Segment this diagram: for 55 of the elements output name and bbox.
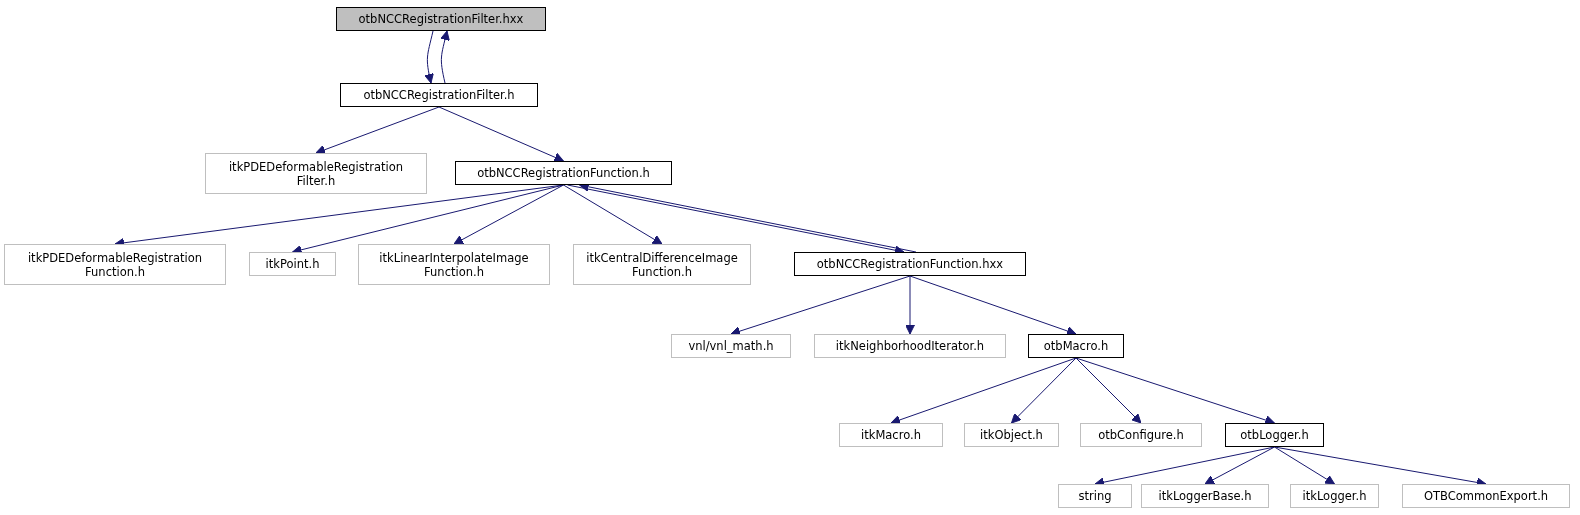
- file-name: otbNCCRegistrationFilter.hxx: [357, 12, 525, 26]
- file-box: [1290, 484, 1379, 508]
- file-name: string: [1077, 489, 1113, 503]
- file-box: [340, 83, 538, 107]
- file-name: vnl/vnl_math.h: [687, 339, 775, 353]
- arrow: [905, 275, 915, 335]
- file-box: [1058, 484, 1132, 508]
- file-box: [455, 161, 672, 185]
- file-name: itkLogger.h: [1301, 489, 1368, 503]
- file-box: [358, 244, 550, 285]
- file-box: [1141, 484, 1269, 508]
- file-box: [1225, 423, 1324, 447]
- arrow: [315, 106, 440, 155]
- arrow: [1011, 357, 1077, 424]
- file-box: [964, 423, 1059, 447]
- file-name: itkObject.h: [979, 428, 1044, 442]
- arrow: [730, 275, 911, 336]
- file-box: [336, 7, 546, 31]
- arrow: [563, 184, 663, 245]
- arrow: [1274, 446, 1335, 485]
- arrow: [424, 30, 434, 84]
- file-box: [573, 244, 751, 285]
- arrow: [909, 275, 1077, 336]
- file-box: [839, 423, 943, 447]
- file-box: [1080, 423, 1202, 447]
- file-name: itkLoggerBase.h: [1157, 489, 1253, 503]
- file-box: [1028, 334, 1124, 358]
- file-name: itkLinearInterpolateImage Function.h: [378, 250, 530, 279]
- file-name: OTBCommonExport.h: [1422, 489, 1550, 503]
- file-name: itkPDEDeformableRegistration Function.h: [26, 250, 204, 279]
- arrow: [1204, 446, 1275, 485]
- file-name: otbNCCRegistrationFilter.h: [362, 88, 516, 102]
- file-box: [4, 244, 226, 285]
- file-name: otbConfigure.h: [1097, 428, 1185, 442]
- file-box: [1402, 484, 1570, 508]
- file-box: [205, 153, 427, 194]
- file-name: otbMacro.h: [1042, 339, 1110, 353]
- file-name: itkPDEDeformableRegistration Filter.h: [227, 159, 405, 188]
- file-box: [794, 252, 1026, 276]
- file-name: otbNCCRegistrationFunction.hxx: [815, 257, 1005, 271]
- file-box: [814, 334, 1006, 358]
- file-name: otbLogger.h: [1239, 428, 1310, 442]
- arrow: [440, 30, 450, 84]
- file-box: [249, 252, 336, 276]
- arrow: [890, 357, 1077, 425]
- arrow: [1075, 357, 1275, 425]
- arrow: [1075, 357, 1142, 424]
- arrow: [438, 106, 564, 162]
- file-name: itkMacro.h: [860, 428, 922, 442]
- file-name: itkNeighborhoodIterator.h: [834, 339, 986, 353]
- file-name: otbNCCRegistrationFunction.h: [476, 166, 651, 180]
- arrow: [453, 184, 564, 245]
- file-name: itkPoint.h: [264, 257, 321, 271]
- file-name: itkCentralDifferenceImage Function.h: [585, 250, 739, 279]
- file-box: [671, 334, 791, 358]
